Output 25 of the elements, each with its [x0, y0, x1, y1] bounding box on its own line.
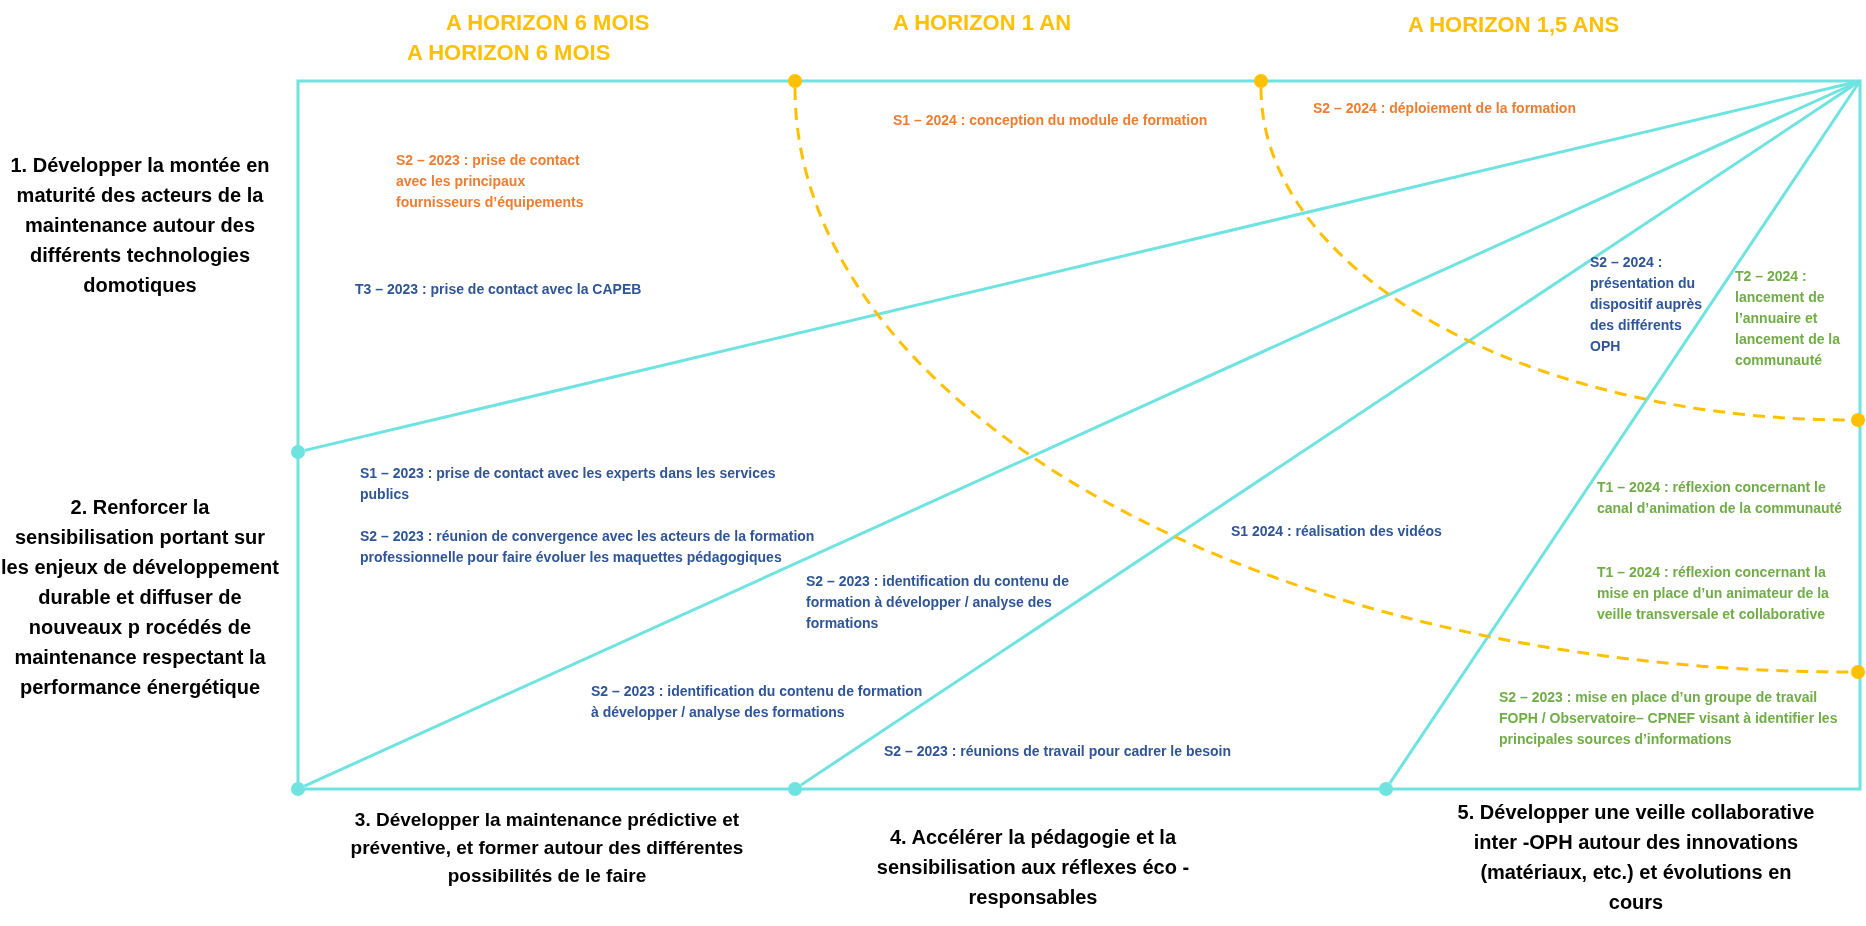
- milestone-text: S2 – 2023 : identification du contenu de formation à développer / analyse des formations: [591, 682, 924, 722]
- column-heading: A HORIZON 1,5 ANS: [1408, 12, 1620, 38]
- milestone-text: S2 – 2023 : prise de contact avec les principaux fournisseurs d’équipements: [396, 151, 585, 212]
- milestone-text: S2 – 2023 : réunions de travail pour cadrer le besoin: [884, 742, 1233, 761]
- column-heading: A HORIZON 1 AN: [893, 10, 1072, 36]
- milestone-text: T1 – 2024 : réflexion concernant la mise en place d’un animateur de la veille transversale et collaborative: [1597, 563, 1830, 624]
- milestone-text: T2 – 2024 : lancement de l’annuaire et lancement de la communauté: [1735, 267, 1842, 370]
- connector-line: [1388, 80, 1862, 784]
- objective-label: 3. Développer la maintenance prédictive et préventive, et former autour des différentes possibilités de le faire: [349, 808, 745, 888]
- milestone-text: S1 – 2024 : conception du module de formation: [893, 111, 1209, 130]
- objective-label: 2. Renforcer la sensibilisation portant sur les enjeux de développement durable et diffuser de nouveaux p rocédés de maintenance respectant la performance énergétique: [0, 495, 280, 700]
- objective-label: 5. Développer une veille collaborative inter -OPH autour des innovations (matériaux, etc.) et évolutions en cours: [1456, 800, 1816, 915]
- milestone-text: T1 – 2024 : réflexion concernant le canal d’animation de la communauté: [1597, 478, 1844, 518]
- milestone-text: S1 2024 : réalisation des vidéos: [1231, 522, 1443, 541]
- milestone-text: S2 – 2023 : réunion de convergence avec les acteurs de la formation professionnelle pour faire évoluer les maquettes pédagogiques: [360, 527, 816, 567]
- milestone-text: S2 – 2024 : déploiement de la formation: [1313, 99, 1577, 118]
- column-heading: A HORIZON 6 MOIS: [446, 10, 650, 36]
- milestone-text: S2 – 2023 : identification du contenu de formation à développer / analyse des formations: [806, 572, 1070, 633]
- milestone-text: T3 – 2023 : prise de contact avec la CAPEB: [355, 280, 643, 299]
- milestone-text: S2 – 2024 : présentation du dispositif auprès des différents OPH: [1590, 253, 1704, 356]
- milestone-text: S1 – 2023 : prise de contact avec les experts dans les services publics: [360, 464, 777, 504]
- objective-label: 4. Accélérer la pédagogie et la sensibilisation aux réflexes éco - responsables: [875, 825, 1191, 910]
- objective-label: 1. Développer la montée en maturité des acteurs de la maintenance autour des différents technologies domotiques: [10, 153, 270, 298]
- column-heading: A HORIZON 6 MOIS: [407, 40, 611, 66]
- milestone-text: S2 – 2023 : mise en place d’un groupe de travail FOPH / Observatoire– CPNEF visant à identifier les principales sources d’informations: [1499, 688, 1839, 749]
